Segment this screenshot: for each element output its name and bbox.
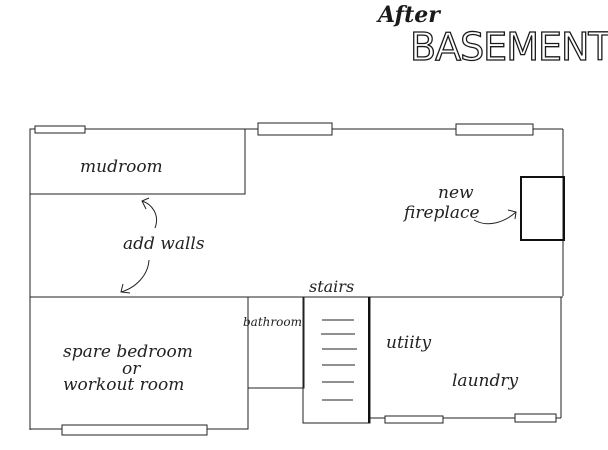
utility-label: utiity (386, 333, 431, 353)
bathroom-label: bathroom (243, 315, 302, 329)
bathroom-walls (247, 296, 305, 389)
stairs-label: stairs (309, 277, 354, 296)
spare-bedroom-label: spare bedroom (63, 342, 193, 362)
add-walls-label: add walls (123, 234, 205, 254)
fireplace-box (520, 176, 565, 241)
new-label: new (438, 183, 474, 203)
laundry-label: laundry (452, 371, 518, 391)
workout-room-label: workout room (63, 375, 184, 395)
arrow-to-bedroom (120, 259, 150, 294)
stairs-walls (302, 296, 371, 424)
mudroom-walls (29, 128, 246, 195)
arrow-to-mudroom (141, 197, 157, 229)
or-label: or (122, 359, 141, 379)
windows (34, 122, 557, 436)
stair-treads (321, 319, 357, 401)
header-title: BASEMENT (410, 25, 608, 69)
mudroom-label: mudroom (80, 157, 163, 177)
header-after-word: After (376, 2, 441, 28)
fireplace-label: fireplace (402, 203, 480, 223)
arrow-to-fireplace (473, 209, 517, 225)
